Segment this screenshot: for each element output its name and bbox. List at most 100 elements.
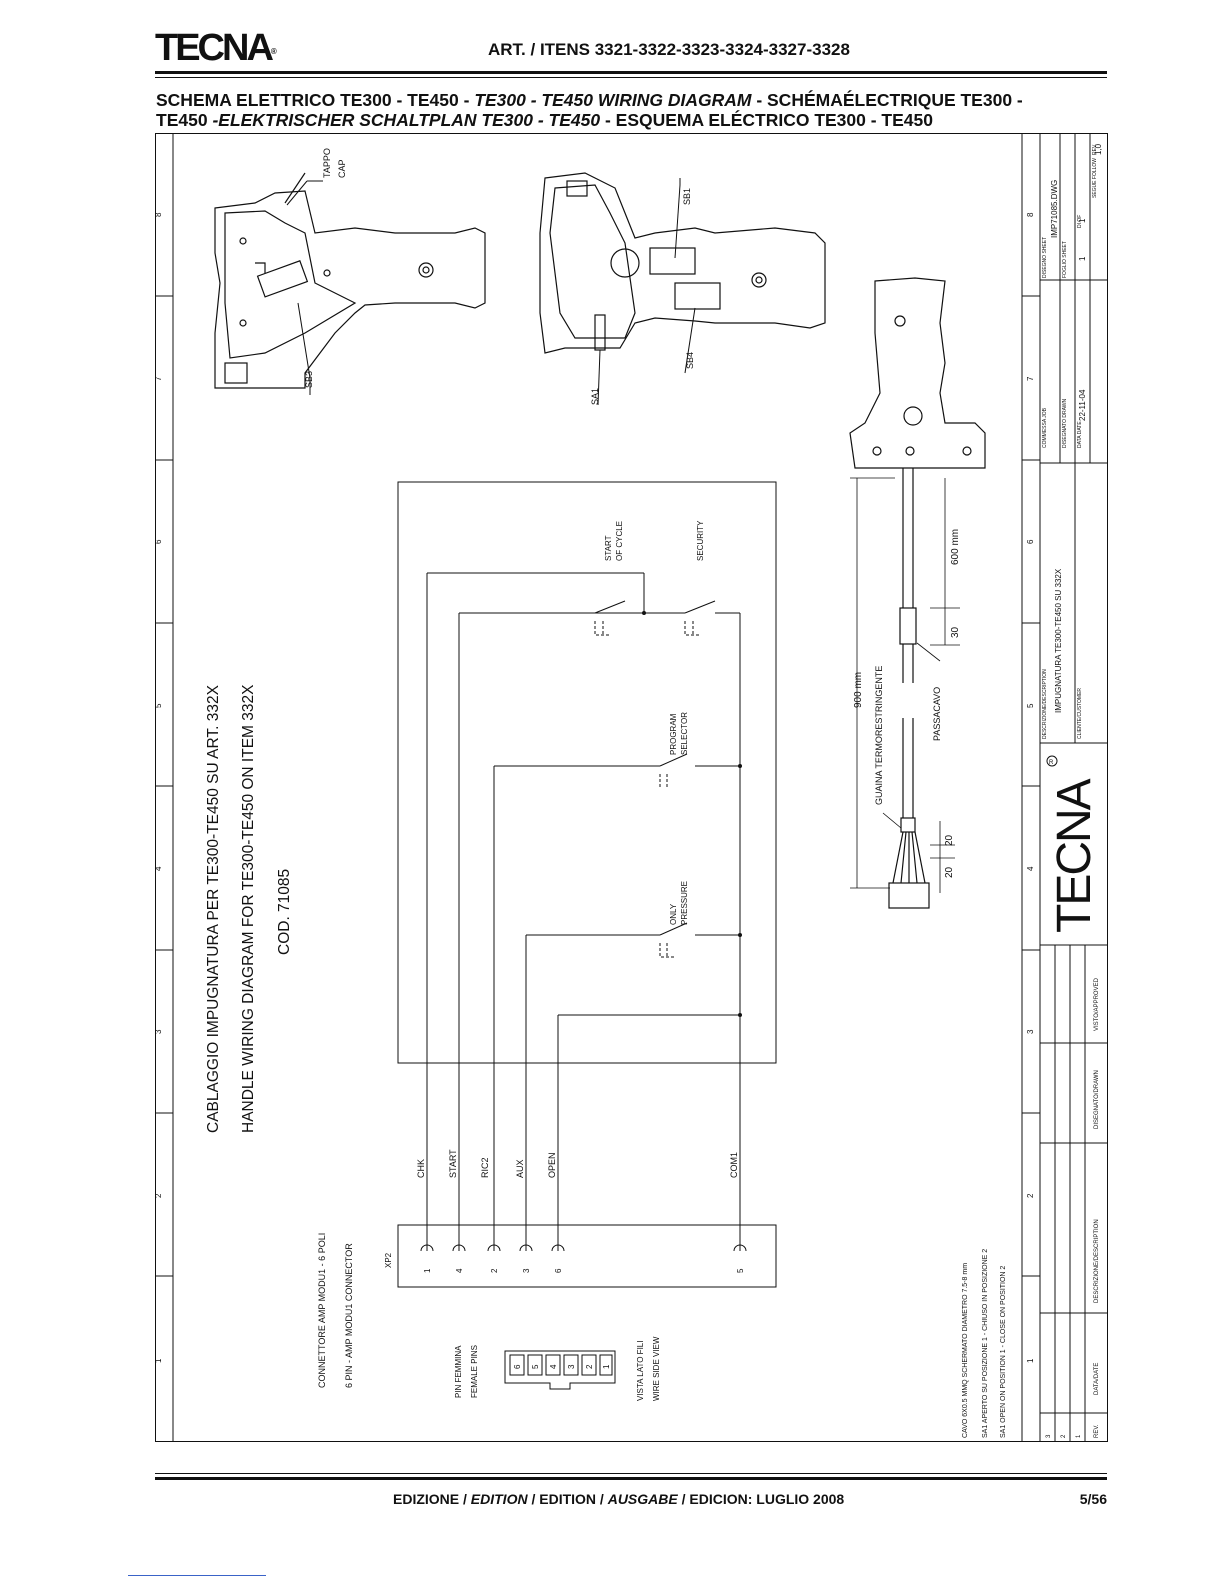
handle-left-drawing [214,172,486,389]
label-sb4: SB4 [685,352,695,369]
pin-number: 3 [522,1268,531,1273]
grid-number: 7 [155,376,163,381]
grid-number: 4 [155,866,163,871]
tb-desc-label: DESCRIZIONE/DESCRIPTION [1042,669,1048,739]
female-pin-number: 2 [585,1364,594,1369]
drawing-frame [155,133,1108,1442]
dim-20: 20 [944,834,955,846]
note: SA1 APERTO SU POSIZIONE 1 - CHIUSO IN PO… [982,1249,989,1438]
female-pin-number: 6 [513,1364,522,1369]
switch-pressure-label: ONLY [669,903,678,925]
tb-foglio: 1 [1078,256,1087,261]
switch-start-label: OF CYCLE [615,521,624,561]
pin-number: 5 [736,1268,745,1273]
rev-row: 2 [1061,1434,1067,1438]
note: CAVO 6X0.5 MMQ SCHERMATO DIAMETRO 7.5-8 … [962,1263,969,1438]
dim-20: 20 [944,866,955,878]
female-pins-en: FEMALE PINS [470,1345,479,1398]
switch-program-label: SELECTOR [680,712,689,755]
pin-number: 4 [455,1268,464,1273]
grid-number: 2 [155,1193,163,1198]
dim-900: 900 mm [853,672,864,708]
tb-di: 1 [1078,218,1087,223]
diagram-title-en: HANDLE WIRING DIAGRAM FOR TE300-TE450 ON… [240,684,257,1133]
connector-id: XP2 [384,1252,393,1268]
wire-side-en: WIRE SIDE VIEW [652,1336,661,1401]
grid-number: 7 [1026,376,1035,381]
rev-row: 1 [1076,1434,1082,1438]
label-sleeve: GUAINA TERMORESTRINGENTE [874,666,884,805]
diagram-title-it: CABLAGGIO IMPUGNATURA PER TE300-TE450 SU… [205,684,222,1133]
wire-label: AUX [515,1159,525,1178]
article-title: ART. / ITENS 3321-3322-3323-3324-3327-33… [488,40,850,59]
label-cap-en: CAP [337,159,347,178]
wire-label: COM1 [729,1152,739,1178]
tb-date-label: DATA DATE [1077,421,1083,448]
tb-foglio-label: FOGLIO SHEET [1062,241,1068,278]
grid-number: 8 [155,212,163,217]
female-pin-number: 5 [531,1364,540,1369]
label-sb1: SB1 [682,188,692,205]
tb-follow-label: SEGUE FOLLOW [1092,158,1098,198]
label-sb3: SB3 [304,371,314,388]
female-pin-number: 4 [549,1364,558,1369]
female-pin-number: 1 [602,1364,611,1369]
switch-start-label: START [604,535,613,561]
dim-600: 600 mm [950,529,961,565]
footer-rule [155,1477,1107,1480]
connector-xp2 [397,1224,777,1288]
tb-of-label: DI OF [1077,215,1083,228]
tb-drawn-label: DISEGNATO DRAWN [1062,399,1068,448]
wire-side-it: VISTA LATO FILI [636,1341,645,1401]
pin-number: 2 [490,1268,499,1273]
footer-rule-thin [155,1473,1107,1474]
dim-30: 30 [950,626,961,638]
rev-col-header: DATA/DATE [1094,1363,1100,1395]
female-pins-it: PIN FEMMINA [454,1345,463,1398]
note: SA1 OPEN ON POSITION 1 - CLOSE ON POSITI… [1000,1266,1007,1438]
rev-row: 3 [1046,1434,1052,1438]
tb-sheet: IMP71085.DWG [1050,180,1059,238]
switch-program-label: PROGRAM [669,713,678,755]
handle-cable-drawing [849,277,986,909]
tb-job-label: COMMESSA JOB [1042,407,1048,448]
connector-label-it: CONNETTORE AMP MODU1 - 6 POLI [317,1233,327,1388]
handle-right-drawing [539,172,826,354]
wire-label: OPEN [547,1152,557,1178]
rev-col-header: DISEGNATO/DRAWN [1094,1070,1100,1129]
page-number: 5/56 [1079,1491,1107,1507]
rev-col-header: DESCRIZIONE/DESCRIPTION [1094,1219,1100,1303]
wire-label: CHK [416,1159,426,1178]
grid-number: 6 [155,539,163,544]
page-title: SCHEMA ELETTRICO TE300 - TE450 - TE300 -… [156,90,1023,130]
wiring-drawing: 8 7 6 5 4 3 2 1 8 7 6 5 4 3 2 1 TAPPO CA… [154,133,1108,1448]
tb-description: IMPUGNATURA TE300-TE450 SU 332X [1054,568,1063,713]
female-pin-block [504,1350,616,1390]
rev-col-header: REV. [1094,1424,1100,1438]
label-grommet: PASSACAVO [932,687,942,741]
grid-number: 3 [155,1029,163,1034]
pin-number: 1 [423,1268,432,1273]
edition-footer: EDIZIONE / EDITION / EDITION / AUSGABE /… [393,1491,845,1507]
grid-ticks [155,295,1040,1277]
tb-client-label: CLIENTE/CUSTOMER [1077,688,1083,739]
switch-pressure-label: PRESSURE [680,881,689,925]
header-rule-thin [155,77,1107,78]
header-rule [155,71,1107,74]
diagram-code: COD. 71085 [276,869,293,955]
grid-number: 5 [1026,703,1035,708]
title-block [1040,134,1107,1441]
grid-number: 4 [1026,866,1035,871]
connector-label-en: 6 PIN - AMP MODU1 CONNECTOR [344,1243,354,1388]
pin-number: 6 [554,1268,563,1273]
female-pin-number: 3 [567,1364,576,1369]
tb-rev: 1,0 [1094,143,1103,155]
switch-security-label: SECURITY [696,520,705,561]
wire-label: RIC2 [480,1157,490,1178]
grid-number: 1 [1026,1358,1035,1363]
link-underline[interactable] [128,1575,266,1576]
tb-rev-label: REV. [1092,144,1098,155]
rev-col-header: VISTO/APPROVED [1094,977,1100,1031]
tb-logo: TECNA [1048,778,1101,933]
tecna-logo: TECNA® [155,27,277,69]
